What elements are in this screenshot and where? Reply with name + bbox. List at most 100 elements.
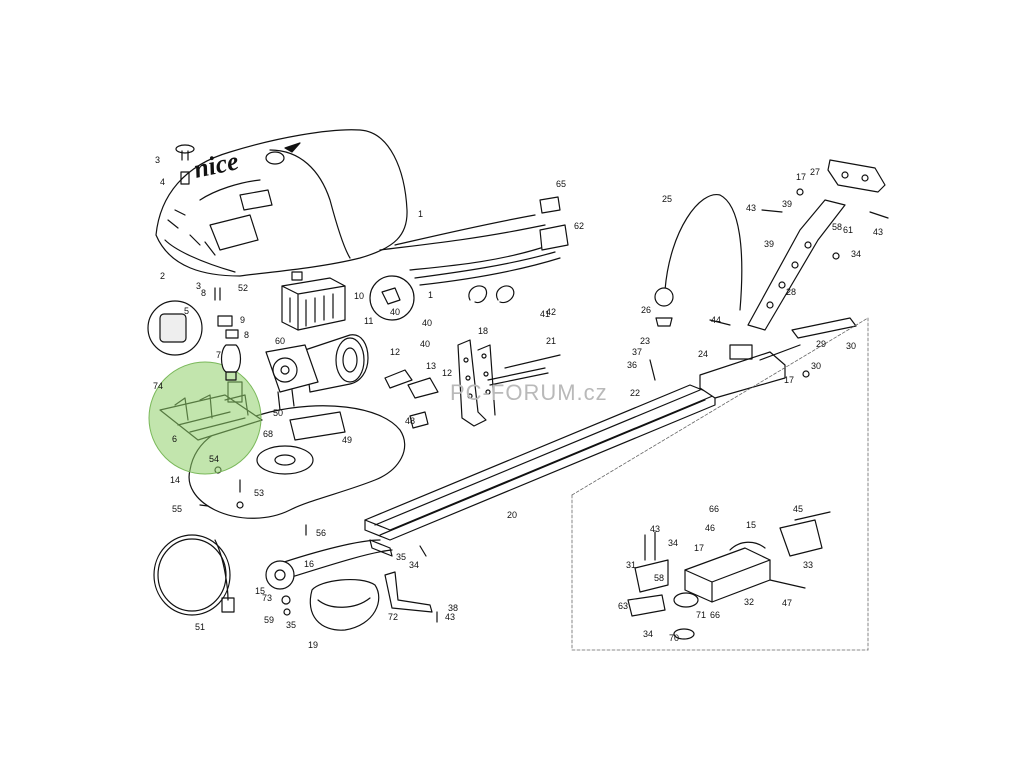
callout: 40 <box>420 339 430 349</box>
callout: 3 <box>196 281 201 291</box>
callout: 17 <box>784 375 794 385</box>
callout: 13 <box>426 361 436 371</box>
callout: 34 <box>668 538 678 548</box>
callout: 43 <box>873 227 883 237</box>
chain-21 <box>487 354 561 386</box>
callout: 47 <box>782 598 792 608</box>
callout: 27 <box>810 167 820 177</box>
callout: 30 <box>846 341 856 351</box>
callout: 56 <box>316 528 326 538</box>
wire-harness <box>379 196 569 286</box>
callout: 21 <box>546 336 556 346</box>
callout: 18 <box>478 326 488 336</box>
callout: 59 <box>264 615 274 625</box>
callout: 1 <box>418 209 423 219</box>
fasteners <box>199 188 840 623</box>
callout: 71 <box>696 610 706 620</box>
callout: 36 <box>627 360 637 370</box>
callout: 31 <box>626 560 636 570</box>
callout: 28 <box>786 287 796 297</box>
callout: 32 <box>744 597 754 607</box>
callout: 58 <box>832 222 842 232</box>
callout: 44 <box>711 315 721 325</box>
callout: 53 <box>254 488 264 498</box>
callout: 37 <box>632 347 642 357</box>
callout: 15 <box>746 520 756 530</box>
callout: 8 <box>244 330 249 340</box>
connectors <box>214 287 239 339</box>
callout: 66 <box>709 504 719 514</box>
inset-plate <box>627 531 669 617</box>
inset-frame <box>571 317 869 651</box>
callout: 14 <box>170 475 180 485</box>
callout: 1 <box>428 290 433 300</box>
callout: 39 <box>764 239 774 249</box>
mount-bracket <box>827 159 886 193</box>
inset-wheel <box>673 592 699 640</box>
callout: 41 <box>540 309 550 319</box>
callout: 60 <box>275 336 285 346</box>
callout: 12 <box>390 347 400 357</box>
guide-rail <box>364 384 716 557</box>
callout: 54 <box>209 454 219 464</box>
transformer <box>281 271 346 331</box>
callout: 58 <box>654 573 664 583</box>
door-arm <box>747 199 846 331</box>
part-48 <box>409 411 429 429</box>
callout: 15 <box>255 586 265 596</box>
callout: 72 <box>388 612 398 622</box>
power-cable <box>153 534 235 616</box>
chain-guard <box>309 579 380 631</box>
callout: 34 <box>851 249 861 259</box>
callout: 30 <box>811 361 821 371</box>
callout-labels: 1 1 2 3 3 4 5 6 7 8 8 9 10 11 12 12 13 1… <box>153 155 883 650</box>
callout: 46 <box>705 523 715 533</box>
callout: 4 <box>160 177 165 187</box>
lamp <box>220 344 242 381</box>
callout: 43 <box>650 524 660 534</box>
callout: 45 <box>793 504 803 514</box>
callout: 48 <box>405 416 415 426</box>
callout: 16 <box>304 559 314 569</box>
callout: 9 <box>240 315 245 325</box>
callout: 40 <box>422 318 432 328</box>
inset-bracket <box>769 511 831 589</box>
callout: 19 <box>308 640 318 650</box>
callout: 61 <box>843 225 853 235</box>
callout: 73 <box>262 593 272 603</box>
callout: 25 <box>662 194 672 204</box>
callout: 68 <box>263 429 273 439</box>
callout: 65 <box>556 179 566 189</box>
callout: 10 <box>354 291 364 301</box>
callout: 34 <box>643 629 653 639</box>
callout: 23 <box>640 336 650 346</box>
callout: 11 <box>364 316 373 326</box>
motor-cover <box>155 129 408 277</box>
part-29 <box>791 317 857 339</box>
callout: 43 <box>746 203 756 213</box>
callout: 38 <box>448 603 458 613</box>
detail-40 <box>369 275 415 321</box>
callout: 26 <box>641 305 651 315</box>
callout: 51 <box>195 622 205 632</box>
callout: 5 <box>184 306 189 316</box>
callout: 33 <box>803 560 813 570</box>
callout: 66 <box>710 610 720 620</box>
callout: 49 <box>342 435 352 445</box>
callout: 22 <box>630 388 640 398</box>
callout: 2 <box>160 271 165 281</box>
knob-part <box>175 144 195 185</box>
callout: 6 <box>172 434 177 444</box>
callout: 17 <box>694 543 704 553</box>
callout: 12 <box>442 368 452 378</box>
callout: 43 <box>445 612 455 622</box>
clips <box>468 285 515 304</box>
callout: 62 <box>574 221 584 231</box>
callout: 35 <box>396 552 406 562</box>
release-cable <box>654 194 743 327</box>
callout: 3 <box>155 155 160 165</box>
callout: 29 <box>816 339 826 349</box>
button-cover <box>147 300 203 356</box>
callout: 70 <box>669 633 679 643</box>
